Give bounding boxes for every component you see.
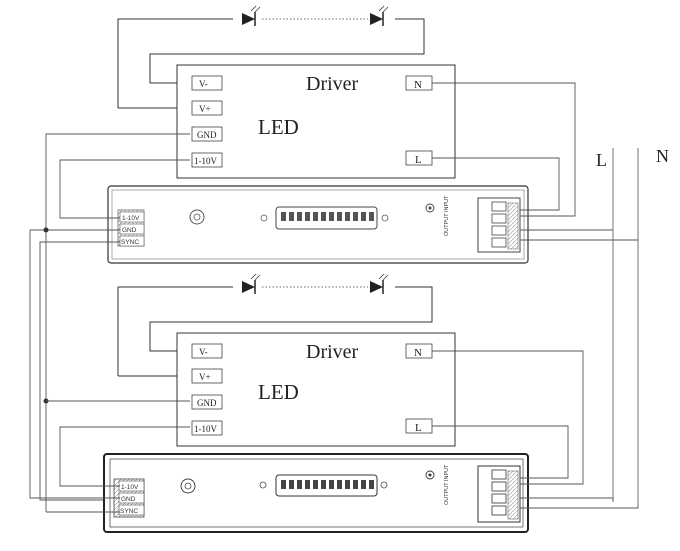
module-input-label: INPUT xyxy=(444,464,450,481)
module-input-label: INPUT xyxy=(444,195,450,212)
unit-2-wires xyxy=(29,230,639,513)
terminal-dim xyxy=(191,420,223,436)
unit-2: Driver LED V- V+ GND 1-10V N L 1-10V GND… xyxy=(103,273,529,533)
junction-dot xyxy=(43,227,49,233)
terminal-block-1 xyxy=(477,197,521,253)
terminal-vminus xyxy=(191,75,223,91)
terminal-block-2 xyxy=(477,465,521,523)
module-sync-label: SYNC xyxy=(120,508,138,515)
led-diode-icon xyxy=(242,5,261,26)
terminal-gnd-label: GND xyxy=(197,130,217,140)
mains-line-label: L xyxy=(596,150,607,170)
module-gnd-label: GND xyxy=(122,227,137,234)
led-label: LED xyxy=(258,380,299,404)
terminal-dim-label: 1-10V xyxy=(194,156,217,166)
unit-1-wires xyxy=(30,82,638,512)
mounting-hole-icon xyxy=(189,209,205,225)
led-label: LED xyxy=(258,115,299,139)
module-sync-label: SYNC xyxy=(121,239,139,246)
terminal-gnd-label: GND xyxy=(197,398,217,408)
terminal-dim-label: 1-10V xyxy=(194,424,217,434)
terminal-vminus-label: V- xyxy=(199,347,208,357)
mains-neutral-label: N xyxy=(656,146,669,166)
driver-title: Driver xyxy=(306,341,359,363)
terminal-l-label: L xyxy=(415,422,422,434)
terminal-gnd xyxy=(191,126,223,142)
module-output-label: OUTPUT xyxy=(444,213,450,236)
mains-wires xyxy=(612,148,639,502)
terminal-n-label: N xyxy=(414,347,422,359)
terminal-vplus xyxy=(191,368,223,384)
terminal-n-label: N xyxy=(414,79,422,91)
unit-1: Driver LED V- V+ GND 1-10V N L 1-10V GND… xyxy=(107,5,529,264)
led-diode-icon xyxy=(242,273,261,294)
terminal-dim xyxy=(191,152,223,168)
terminal-vplus-label: V+ xyxy=(199,372,211,382)
dip-switch-2 xyxy=(275,474,378,497)
led-diode-icon xyxy=(370,273,389,294)
terminal-gnd xyxy=(191,394,223,410)
terminal-vminus-label: V- xyxy=(199,79,208,89)
module-gnd-label: GND xyxy=(121,496,136,503)
terminal-vminus xyxy=(191,343,223,359)
terminal-vplus-label: V+ xyxy=(199,104,211,114)
dip-switch-1 xyxy=(275,206,378,230)
led-string-1 xyxy=(117,18,425,109)
module-output-label: OUTPUT xyxy=(444,482,450,505)
led-diode-icon xyxy=(370,5,389,26)
driver-title: Driver xyxy=(306,73,359,95)
module-dim-label: 1-10V xyxy=(121,484,139,491)
led-indicator-icon xyxy=(425,470,435,480)
mounting-hole-icon xyxy=(180,478,196,494)
led-indicator-icon xyxy=(425,203,435,213)
terminal-vplus xyxy=(191,100,223,116)
module-dim-label: 1-10V xyxy=(122,215,140,222)
terminal-l-label: L xyxy=(415,154,422,166)
